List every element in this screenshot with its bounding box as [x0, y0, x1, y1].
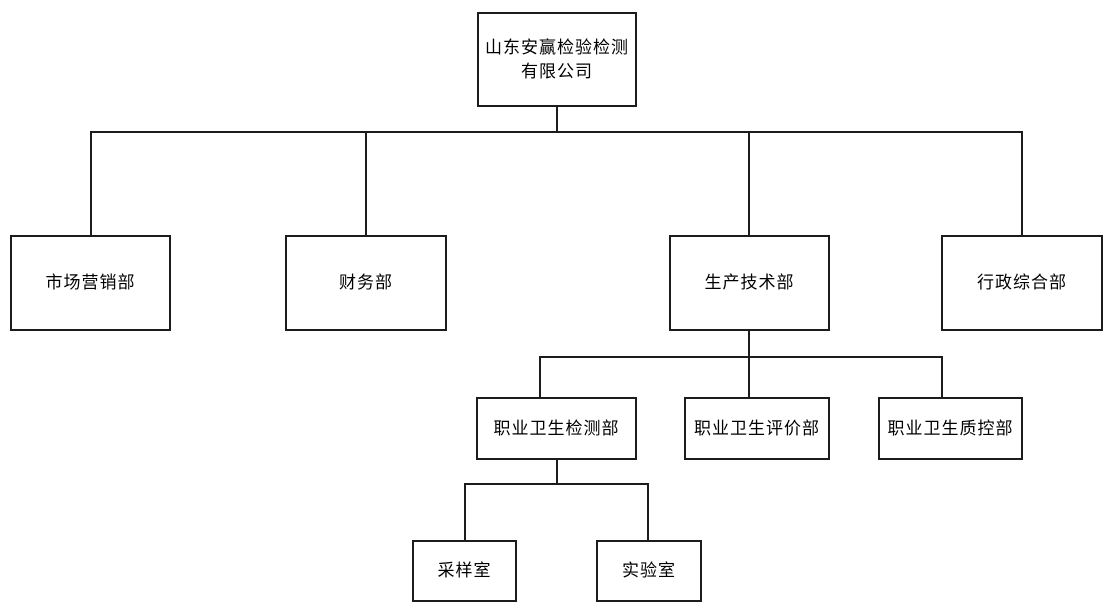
- connector-admin-drop: [1021, 131, 1023, 235]
- connector-level3-rail: [464, 483, 649, 485]
- connector-ohs-testing-drop: [539, 356, 541, 397]
- org-node-sampling-label: 采样室: [437, 561, 492, 580]
- org-node-production-label: 生产技术部: [704, 273, 795, 292]
- org-node-sampling: 采样室: [412, 540, 517, 602]
- connector-ohs-evaluation-drop: [748, 356, 750, 397]
- org-node-marketing-label: 市场营销部: [45, 273, 136, 292]
- org-node-ohs-testing-label: 职业卫生检测部: [493, 418, 620, 438]
- org-node-admin-label: 行政综合部: [977, 273, 1067, 292]
- connector-production-drop: [748, 131, 750, 235]
- connector-ohs-testing-down: [556, 458, 558, 483]
- org-node-ohs-qc-label: 职业卫生质控部: [887, 418, 1014, 438]
- connector-ohs-qc-drop: [941, 356, 943, 397]
- connector-lab-drop: [647, 483, 649, 540]
- org-node-ohs-evaluation-label: 职业卫生评价部: [694, 418, 820, 438]
- connector-finance-drop: [365, 131, 367, 235]
- org-node-ohs-testing: 职业卫生检测部: [476, 397, 637, 460]
- connector-level1-rail: [90, 131, 1023, 133]
- org-node-ohs-qc: 职业卫生质控部: [878, 397, 1023, 460]
- org-node-company: 山东安赢检验检测 有限公司: [477, 12, 637, 107]
- connector-company-down: [556, 106, 558, 133]
- org-node-finance: 财务部: [285, 235, 447, 331]
- org-node-marketing: 市场营销部: [10, 235, 171, 331]
- org-node-production: 生产技术部: [669, 235, 830, 331]
- connector-sampling-drop: [464, 483, 466, 540]
- connector-production-down: [748, 331, 750, 356]
- org-node-lab: 实验室: [596, 540, 702, 602]
- connector-marketing-drop: [90, 131, 92, 235]
- org-node-ohs-evaluation: 职业卫生评价部: [684, 397, 830, 460]
- org-node-lab-label: 实验室: [622, 561, 676, 580]
- org-node-finance-label: 财务部: [339, 273, 393, 292]
- connector-level2-rail: [539, 356, 943, 358]
- org-node-admin: 行政综合部: [941, 235, 1103, 331]
- org-node-company-label: 山东安赢检验检测 有限公司: [485, 37, 629, 81]
